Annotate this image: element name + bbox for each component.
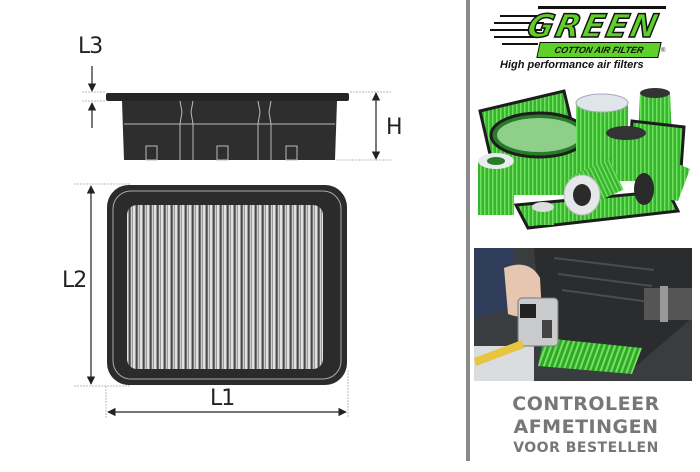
filter-drawing	[74, 66, 392, 418]
air-filters-illustration	[478, 88, 690, 230]
cta-line-1: CONTROLEER	[512, 393, 660, 415]
label-l3: L3	[78, 34, 103, 59]
brand-subtitle: COTTON AIR FILTER	[536, 42, 662, 58]
label-h: H	[386, 115, 403, 140]
speed-lines-icon	[490, 15, 546, 45]
brand-name: GREEN	[523, 6, 664, 46]
label-l2: L2	[62, 268, 87, 293]
side-view	[82, 66, 392, 161]
registered-mark: ®	[661, 48, 666, 54]
label-l1: L1	[210, 386, 235, 411]
tape-measure-illustration	[474, 248, 692, 381]
green-brand-logo: GREEN COTTON AIR FILTER ® High performan…	[488, 4, 668, 76]
filter-dimension-diagram: L3 H L2 L1	[62, 34, 403, 418]
check-dimensions-notice: CONTROLEER AFMETINGEN VOOR BESTELLEN	[472, 393, 700, 458]
cta-line-2: AFMETINGEN	[513, 416, 659, 438]
cta-line-3: VOOR BESTELLEN	[513, 440, 659, 456]
brand-tagline: High performance air filters	[500, 59, 644, 71]
vertical-divider	[466, 0, 470, 461]
measuring-photo	[474, 248, 692, 381]
product-range-photo	[472, 83, 694, 235]
top-view	[74, 183, 349, 418]
logo-top-bar	[538, 6, 666, 9]
